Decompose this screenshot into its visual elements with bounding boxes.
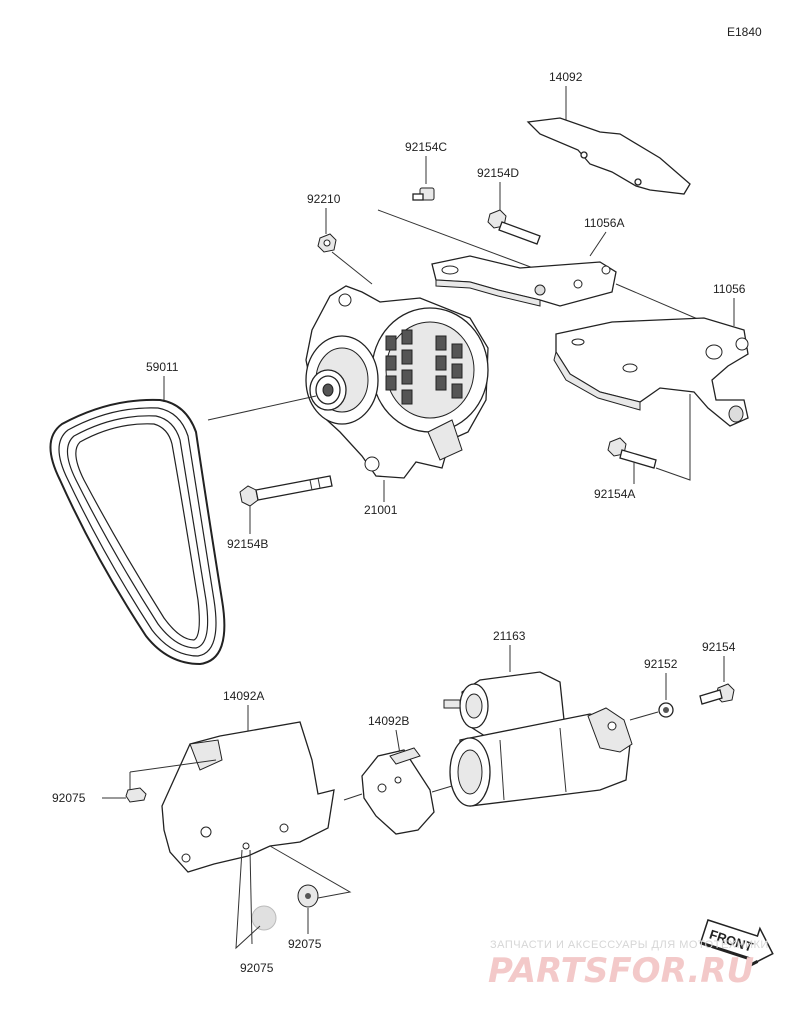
label-92152: 92152 [644,657,678,671]
label-92210: 92210 [307,192,341,206]
label-92154C: 92154C [405,140,447,154]
nut-92210 [317,233,337,253]
part-14092-cover [526,117,691,195]
bolt-92154C [412,187,435,201]
watermark-tagline: ЗАПЧАСТИ И АКСЕССУАРЫ ДЛЯ МОТОТЕХНИКИ [490,939,769,951]
cover-14092A [161,721,335,873]
label-14092A: 14092A [223,689,264,703]
alternator-21001 [305,285,489,479]
bracket-11056A [431,255,617,307]
bolt-92154A [607,437,657,469]
v-belt-59011 [49,398,226,666]
alternator-pulley [309,369,347,411]
bolt-92154 [699,683,735,705]
label-21001: 21001 [364,503,398,517]
label-11056A: 11056A [584,216,624,230]
label-11056: 11056 [713,282,746,296]
label-92154A: 92154A [594,487,635,501]
label-14092: 14092 [549,70,583,84]
bracket-11056 [553,317,749,427]
label-14092B: 14092B [368,714,409,728]
collar-92152 [658,702,674,718]
bolt-92154B [239,475,333,507]
label-92075-c: 92075 [240,961,274,975]
diagram-code: E1840 [727,25,762,39]
grommet-92075-a [125,787,147,803]
label-92075-a: 92075 [52,791,86,805]
watermark-logo: PARTSFOR.RU [488,951,754,991]
label-92154: 92154 [702,640,736,654]
grommet-92075-b [297,884,319,908]
label-92154B: 92154B [227,537,268,551]
label-92075-b: 92075 [288,937,322,951]
label-21163: 21163 [493,629,526,643]
starter-motor-21163 [443,671,633,807]
label-59011: 59011 [146,360,179,374]
grommet-92075-c [251,905,277,931]
bolt-92154D [487,209,541,245]
alternator-cooling-fins [385,329,463,405]
label-92154D: 92154D [477,166,519,180]
cover-14092B [361,747,435,835]
